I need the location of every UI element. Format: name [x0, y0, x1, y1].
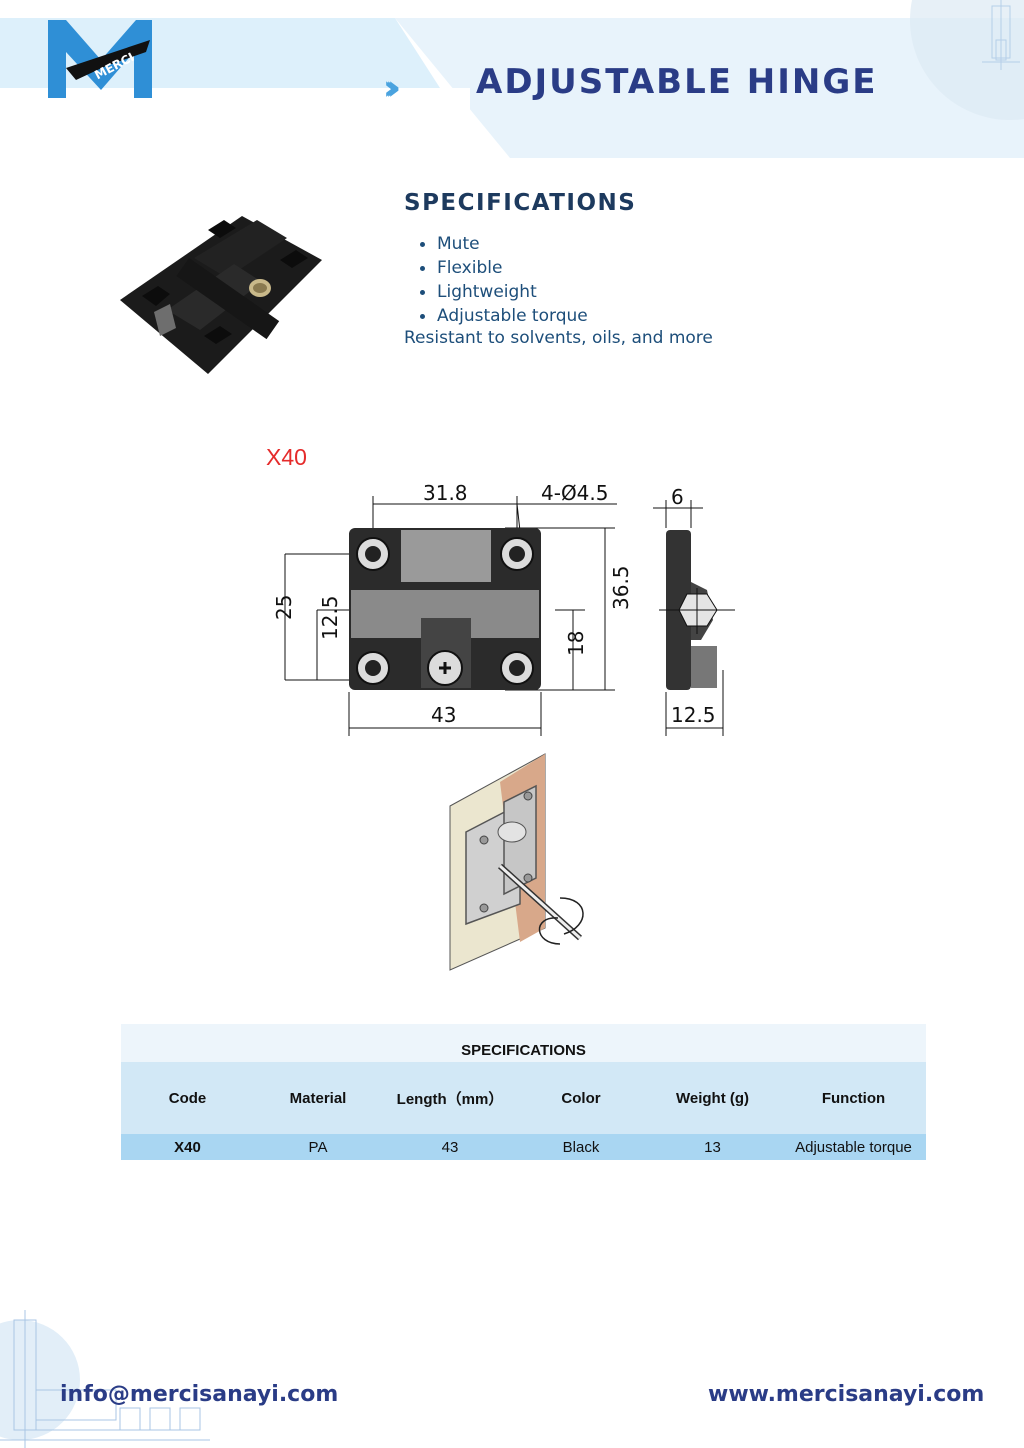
table-cell: 13 — [704, 1138, 721, 1156]
table-row: X40 PA 43 Black 13 Adjustable torque — [121, 1134, 926, 1160]
dim-height-outer: 25 — [272, 595, 296, 620]
page-title: ADJUSTABLE HINGE — [476, 62, 878, 102]
footer-email-link[interactable]: info@mercisanayi.com — [60, 1382, 339, 1407]
column-header: Function — [821, 1089, 886, 1107]
header-white-band — [0, 88, 470, 158]
footer-website-link[interactable]: www.mercisanayi.com — [708, 1382, 985, 1407]
specifications-list: Mute Flexible Lightweight Adjustable tor… — [420, 232, 588, 328]
dim-holes: 4-Ø4.5 — [541, 481, 609, 505]
dim-side-thickness: 6 — [671, 485, 684, 509]
dim-side-depth: 12.5 — [671, 703, 716, 727]
dim-height-inner: 12.5 — [318, 595, 342, 640]
column-header: Length（mm） — [396, 1090, 504, 1108]
spec-extra-note: Resistant to solvents, oils, and more — [404, 328, 713, 348]
chevrons-icon: ››› — [383, 68, 401, 108]
specifications-heading: SPECIFICATIONS — [404, 190, 637, 216]
column-header: Material — [289, 1089, 347, 1107]
table-title: SPECIFICATIONS — [121, 1024, 926, 1062]
dim-height-lower: 18 — [564, 631, 588, 656]
column-header: Code — [168, 1089, 207, 1107]
dim-width-total: 43 — [431, 703, 456, 727]
table-cell: Adjustable torque — [795, 1138, 912, 1156]
spec-bullet: Adjustable torque — [420, 306, 588, 326]
column-header: Color — [561, 1089, 601, 1107]
specifications-table: SPECIFICATIONS Code Material Length（mm） … — [121, 1024, 926, 1160]
table-cell: 43 — [441, 1138, 459, 1156]
model-label: X40 — [266, 444, 307, 470]
technical-drawing: 31.8 4-Ø4.5 6 25 12.5 36.5 18 43 12.5 — [272, 481, 735, 736]
column-header: Weight (g) — [675, 1089, 750, 1107]
spec-bullet: Mute — [420, 232, 588, 256]
installation-illustration — [449, 753, 584, 971]
table-header-row: Code Material Length（mm） Color Weight (g… — [121, 1062, 926, 1134]
spec-bullet: Flexible — [420, 256, 588, 280]
spec-bullet: Lightweight — [420, 280, 588, 304]
blueprint-sketch-icon — [0, 1310, 210, 1448]
merci-logo: MERCI — [48, 20, 152, 98]
hinge-product-photo — [120, 216, 322, 374]
table-cell: X40 — [174, 1138, 201, 1156]
table-cell: Black — [562, 1138, 600, 1156]
table-cell: PA — [308, 1138, 328, 1156]
dim-height-total: 36.5 — [609, 565, 633, 610]
blueprint-sketch-icon — [982, 0, 1020, 70]
dim-width-top: 31.8 — [423, 481, 468, 505]
